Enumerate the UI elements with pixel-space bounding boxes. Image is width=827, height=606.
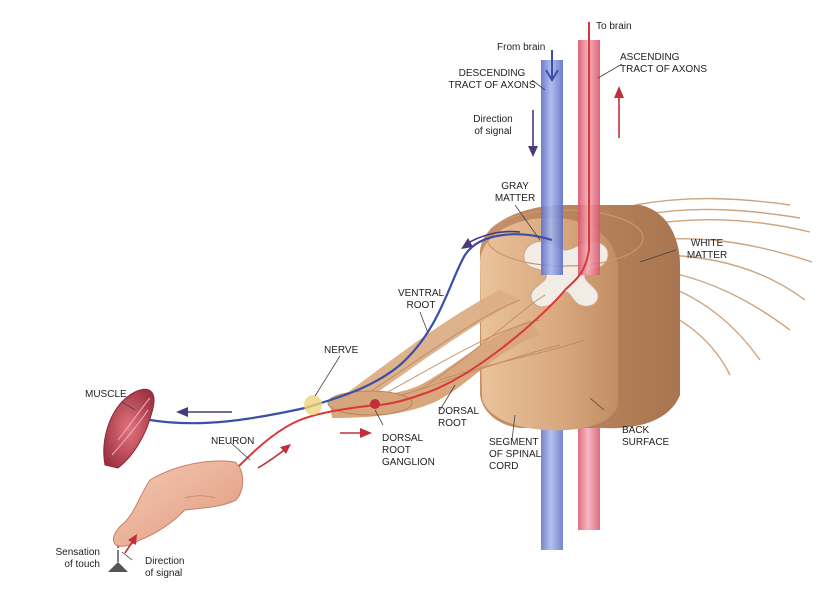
ventral-root	[330, 290, 520, 415]
finger-icon	[112, 460, 244, 547]
ganglion-cell-body	[370, 399, 380, 409]
label-gray-matter: GRAY MATTER	[494, 181, 536, 204]
muscle-icon	[103, 388, 155, 469]
descending-tract-of-axons	[541, 50, 563, 275]
ascending-tract-lower	[578, 395, 600, 530]
label-dorsal-root: DORSAL ROOT	[438, 406, 480, 429]
dorsal-root	[330, 320, 540, 418]
label-back-surface: BACK SURFACE	[622, 425, 670, 448]
label-ventral-root: VENTRAL ROOT	[397, 288, 445, 311]
label-sensation-of-touch: Sensation of touch	[55, 547, 100, 570]
label-direction-of-signal-bottom: Direction of signal	[145, 556, 185, 579]
label-muscle: MUSCLE	[85, 389, 127, 400]
label-nerve: NERVE	[324, 345, 359, 356]
nerve-junction	[304, 395, 322, 415]
motor-neuron-axon	[149, 233, 553, 425]
label-ascending-tract: ASCENDING TRACT OF AXONS	[620, 52, 708, 75]
dorsal-root-ganglion-shape	[327, 390, 413, 416]
label-white-matter: WHITE MATTER	[686, 238, 728, 261]
touch-stimulus-icon	[108, 550, 128, 572]
label-from-brain: From brain	[497, 42, 546, 53]
descending-tract-lower	[541, 395, 563, 550]
label-dorsal-root-ganglion: DORSAL ROOT GANGLION	[382, 433, 435, 468]
label-to-brain: To brain	[596, 21, 632, 32]
direction-arrows	[124, 86, 624, 554]
label-direction-of-signal-top: Direction of signal	[473, 114, 513, 137]
label-segment-of-spinal-cord: SEGMENT OF SPINAL CORD	[489, 437, 542, 472]
label-descending-tract: DESCENDING TRACT OF AXONS	[448, 68, 536, 91]
label-neuron: NEURON	[211, 436, 255, 447]
leader-lines	[121, 63, 677, 561]
